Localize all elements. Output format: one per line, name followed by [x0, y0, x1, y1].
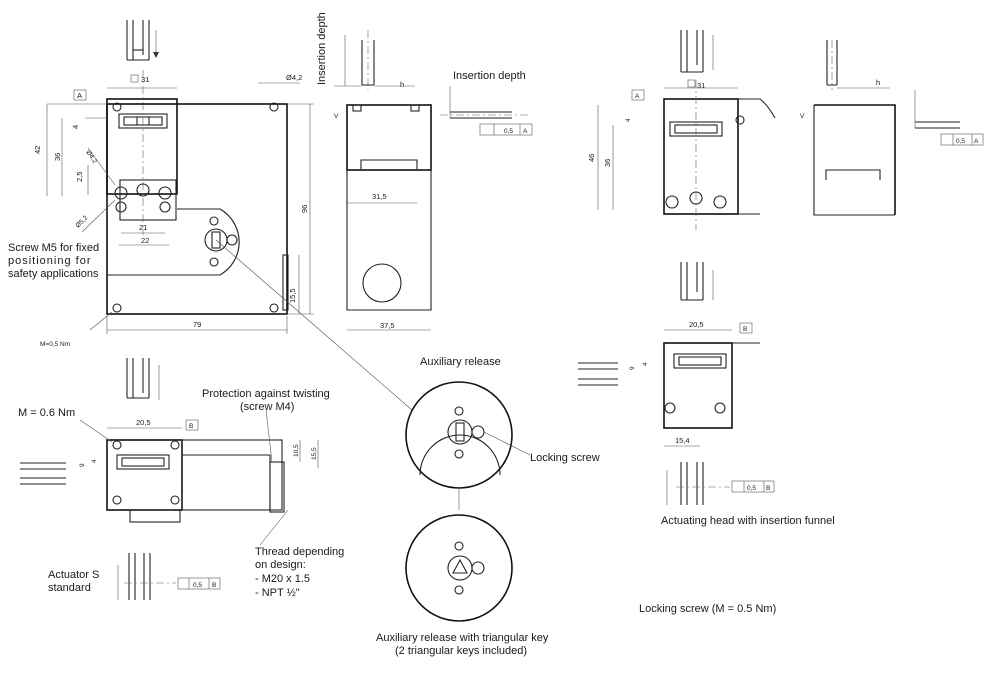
actuating-head-funnel-label: Actuating head with insertion funnel [661, 515, 835, 527]
dim-dia-4-2: Ø4,2 [286, 73, 302, 82]
torque-small-label: M=0,5 Nm [40, 341, 70, 348]
torque-m06-label: M = 0.6 Nm [18, 407, 75, 419]
thread-line-4: - NPT ½" [255, 587, 300, 599]
insertion-depth-vertical-label: Insertion depth [316, 12, 328, 85]
protection-line-2: (screw M4) [240, 401, 294, 413]
funnel-bottom-view: 20,5 B 9 4 15,4 0,5 B [578, 262, 775, 505]
dim-31-top: 31 [141, 75, 149, 84]
v-label-side: V [334, 113, 339, 120]
screw-m5-line-3: safety applications [8, 268, 99, 280]
datum-a-front: A [77, 91, 82, 100]
datum-b-bottom: B [189, 423, 193, 430]
dim-42: 42 [33, 146, 42, 154]
dim-31-funnel: 31 [697, 81, 705, 90]
dim-dia-4-2-b: Ø4,2 [84, 149, 98, 165]
dim-4-bottom: 4 [91, 459, 98, 463]
dim-46: 46 [587, 154, 596, 162]
funnel-side-view: h V 0,5 A [800, 40, 984, 216]
screw-m5-line-2: positioning for [8, 255, 92, 267]
aux-triangular-line-2: (2 triangular keys included) [395, 645, 527, 657]
tol-0-5-funnel-b: 0,5 [747, 485, 756, 492]
funnel-front-view: 31 A 46 36 4 [587, 30, 776, 230]
aux-triangular-line-1: Auxiliary release with triangular key [376, 632, 549, 644]
thread-line-3: - M20 x 1.5 [255, 573, 310, 585]
datum-b-actuator: B [212, 582, 216, 589]
actuator-line-2: standard [48, 582, 91, 594]
side-view: 31,5 37,5 h V [334, 30, 432, 331]
datum-a-ins: A [523, 128, 528, 135]
dim-15-4: 15,4 [675, 436, 690, 445]
dim-36-funnel: 36 [603, 159, 612, 167]
dim-9-funnel: 9 [629, 366, 636, 370]
aux-release-label: Auxiliary release [420, 356, 501, 368]
screw-m5-label: Screw M5 for fixed positioning for safet… [8, 242, 99, 280]
thread-line-2: on design: [255, 559, 306, 571]
tol-0-5-funnel: 0,5 [956, 138, 965, 145]
locking-screw-label: Locking screw [530, 452, 600, 464]
h-label-funnel: h [876, 78, 880, 87]
tol-0-5-bottom: 0,5 [193, 582, 202, 589]
dim-9-bottom: 9 [79, 463, 86, 467]
screw-m5-line-1: Screw M5 for fixed [8, 242, 99, 254]
h-label-side: h [400, 80, 404, 89]
actuator-line-1: Actuator S [48, 569, 99, 581]
bottom-view: 20,5 B 9 4 10,5 15,5 0,5 B [20, 358, 319, 600]
insertion-depth-detail: Insertion depth 0,5 A [440, 70, 533, 136]
front-view: 31 Ø4,2 42 36 4 2,5 A Ø4,2 Ø5,2 21 22 96… [33, 20, 413, 411]
tol-0-5-ins: 0,5 [504, 128, 513, 135]
dim-20-5-bottom: 20,5 [136, 418, 151, 427]
datum-a-funnel: A [635, 93, 640, 100]
protection-line-1: Protection against twisting [202, 388, 330, 400]
dim-36: 36 [53, 153, 62, 161]
datum-b-funnel-tol: B [766, 485, 770, 492]
dim-4-funnel-b: 4 [642, 362, 649, 366]
dim-79: 79 [193, 320, 201, 329]
v-label-funnel: V [800, 113, 805, 120]
dim-15-5-bottom: 15,5 [311, 447, 318, 460]
dim-2-5: 2,5 [75, 172, 84, 182]
aux-release-detail [405, 381, 531, 489]
dim-21: 21 [139, 223, 147, 232]
dim-31-5: 31,5 [372, 192, 387, 201]
dim-10-5: 10,5 [293, 444, 300, 457]
dim-37-5: 37,5 [380, 321, 395, 330]
aux-release-triangular-detail [405, 514, 513, 622]
dim-4: 4 [71, 125, 80, 129]
dim-96: 96 [300, 205, 309, 213]
dim-20-5-funnel: 20,5 [689, 320, 704, 329]
dim-22: 22 [141, 236, 149, 245]
locking-screw-torque-label: Locking screw (M = 0.5 Nm) [639, 603, 776, 615]
datum-a-funnel-tol: A [974, 138, 979, 145]
datum-b-funnel: B [743, 326, 747, 333]
thread-line-1: Thread depending [255, 546, 344, 558]
dim-15-5-front: 15,5 [288, 288, 297, 303]
insertion-depth-label: Insertion depth [453, 70, 526, 82]
dim-4-funnel: 4 [625, 118, 632, 122]
